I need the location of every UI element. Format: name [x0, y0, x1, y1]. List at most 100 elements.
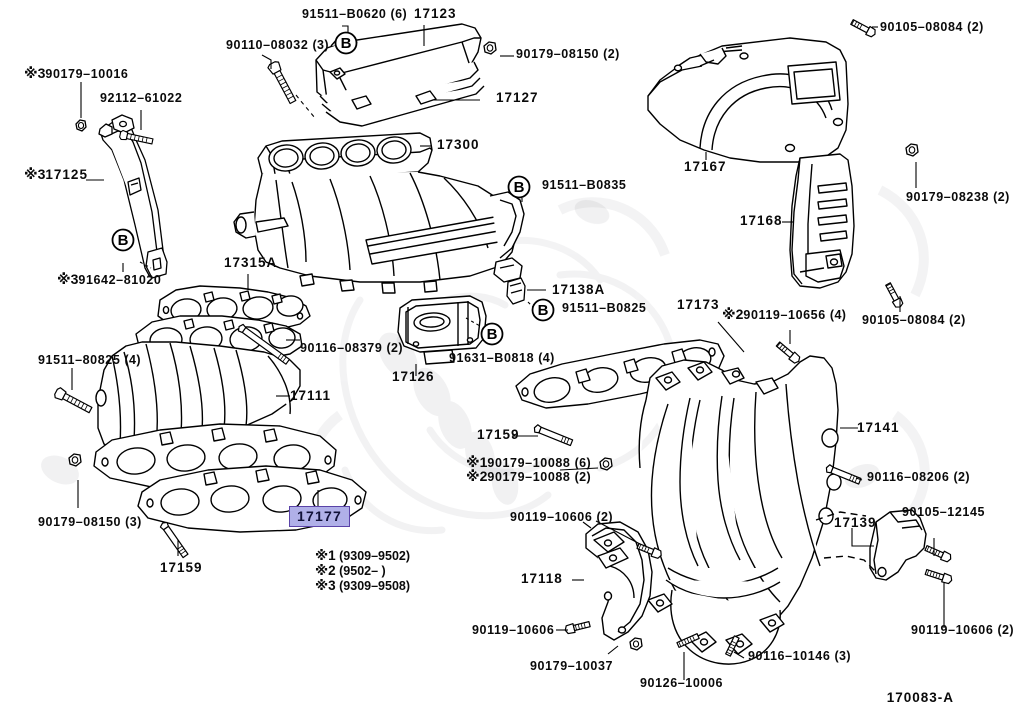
callout-17125: ※317125 [24, 167, 88, 182]
callout-91642-81020: ※391642–81020 [57, 272, 161, 287]
callout-quantity: (3) [312, 38, 329, 52]
callout-17126: 17126 [392, 370, 435, 384]
callout-part-number: 91631–B0818 [449, 351, 535, 365]
callout-17138A: 17138A [552, 283, 605, 297]
reference-mark-2: ※2 [722, 306, 744, 322]
callout-part-number: 92112–61022 [100, 91, 183, 105]
callout-quantity: (6) [390, 7, 408, 21]
callout-part-number: 90126–10006 [640, 676, 724, 690]
callout-quantity: (6) [574, 456, 592, 470]
reference-mark-3: ※3 [57, 271, 79, 287]
callout-part-number: 17300 [437, 137, 480, 152]
callout-17118: 17118 [521, 572, 563, 586]
callout-90105-08084-bottom: 90105–08084 (2) [862, 314, 966, 327]
callout-quantity: (4) [538, 351, 555, 365]
legend-mark: ※2 [315, 563, 336, 578]
callout-17159-right: 17159 [477, 428, 520, 442]
callout-part-number: 17118 [521, 571, 563, 586]
callout-part-number: 90179–10016 [45, 67, 129, 81]
callout-part-number: 17111 [290, 388, 332, 403]
callout-90126-10006: 90126–10006 [640, 677, 723, 690]
callout-17159-left: 17159 [160, 561, 203, 575]
callout-quantity: (3) [834, 649, 851, 663]
callout-90116-08206: 90116–08206 (2) [867, 471, 970, 484]
callout-part-number: 90179–10088 [487, 456, 571, 470]
highlighted-part-17177[interactable]: 17177 [289, 506, 350, 527]
callout-part-number: 17168 [740, 213, 783, 228]
callout-90119-10656: ※290119–10656 (4) [722, 307, 846, 322]
legend-mark: ※3 [315, 578, 336, 593]
callout-17139: 17139 [834, 516, 877, 530]
callout-part-number: 17123 [414, 6, 457, 21]
legend-range: (9309–9502) [339, 549, 411, 563]
callout-part-number: 91511–B0835 [542, 178, 627, 192]
callout-quantity: (2) [603, 47, 620, 61]
legend-note-3: ※3 (9309–9508) [315, 578, 410, 594]
callout-17141: 17141 [857, 421, 900, 435]
reference-mark-3: ※3 [24, 65, 46, 81]
callout-91511-B0835: 91511–B0835 [542, 179, 626, 192]
callout-part-number: 17125 [45, 167, 88, 182]
callout-quantity: (2) [574, 470, 592, 484]
callout-90105-12145: 90105–12145 [902, 506, 985, 519]
callout-part-number: 90116–10146 [748, 649, 831, 663]
callout-part-number: 91511–B0620 [302, 7, 387, 21]
callout-part-number: 90116–08206 [867, 470, 950, 484]
reference-mark-2: ※2 [466, 468, 488, 484]
callout-quantity: (2) [596, 510, 613, 524]
reference-mark-1: ※1 [466, 454, 488, 470]
callout-part-number: 90179–08150 [516, 47, 600, 61]
legend-note-1: ※1 (9309–9502) [315, 548, 410, 564]
callout-92112-61022: 92112–61022 [100, 92, 182, 105]
callout-part-number: 17173 [677, 297, 720, 312]
callout-quantity: (2) [993, 190, 1010, 204]
legend-range: (9309–9508) [339, 579, 411, 593]
callout-90119-10606-left: 90119–10606 [472, 624, 554, 637]
callout-part-number: 91511–B0825 [562, 301, 647, 315]
callout-91511-B0620: 91511–B0620 (6) [302, 8, 407, 21]
callout-17300: 17300 [437, 138, 480, 152]
callout-quantity: (2) [967, 20, 984, 34]
callout-17123: 17123 [414, 7, 457, 21]
legend-note-2: ※2 (9502– ) [315, 563, 386, 579]
callout-90110-08032: 90110–08032 (3) [226, 39, 329, 52]
callout-90119-10606-top: 90119–10606 (2) [510, 511, 613, 524]
callout-part-number: 90105–08084 [862, 313, 946, 327]
callout-90179-08150-left: 90179–08150 (3) [38, 516, 142, 529]
callout-90105-08084-top: 90105–08084 (2) [880, 21, 984, 34]
callout-90116-08379: 90116–08379 (2) [300, 342, 403, 355]
callout-91631-B0818: 91631–B0818 (4) [449, 352, 555, 365]
callout-part-number: 90119–10606 [911, 623, 994, 637]
callout-part-number: 17127 [496, 90, 539, 105]
callout-90179-10088-2: ※290179–10088 (2) [466, 469, 591, 484]
callout-90119-10606-bracket: 90119–10606 (2) [911, 624, 1014, 637]
callout-quantity: (2) [949, 313, 966, 327]
callout-quantity: (2) [997, 623, 1014, 637]
callout-quantity: (2) [386, 341, 403, 355]
callout-part-number: 17315A [224, 255, 278, 270]
callout-quantity: (2) [953, 470, 970, 484]
reference-mark-3: ※3 [24, 166, 46, 182]
callout-90179-08238: 90179–08238 (2) [906, 191, 1010, 204]
callout-17111: 17111 [290, 389, 331, 403]
callout-91511-80825: 91511–80825 (4) [38, 354, 141, 367]
callout-90179-10016: ※390179–10016 [24, 66, 128, 81]
callout-part-number: 91642–81020 [78, 273, 162, 287]
legend-range: (9502– ) [339, 564, 386, 578]
callout-90179-08150-top: 90179–08150 (2) [516, 48, 620, 61]
callout-part-number: 90179–08150 [38, 515, 122, 529]
highlighted-part-number: 17177 [297, 508, 342, 524]
callout-part-number: 90110–08032 [226, 38, 309, 52]
callout-90179-10088-1: ※190179–10088 (6) [466, 455, 591, 470]
callout-17127: 17127 [496, 91, 539, 105]
callout-part-number: 90105–12145 [902, 505, 986, 519]
callout-90179-10037: 90179–10037 [530, 660, 613, 673]
callout-17167: 17167 [684, 160, 727, 174]
callout-quantity: (4) [124, 353, 141, 367]
callout-part-number: 17167 [684, 159, 727, 174]
callout-part-number: 17139 [834, 515, 877, 530]
callout-part-number: 90119–10606 [472, 623, 555, 637]
callout-part-number: 90116–08379 [300, 341, 383, 355]
